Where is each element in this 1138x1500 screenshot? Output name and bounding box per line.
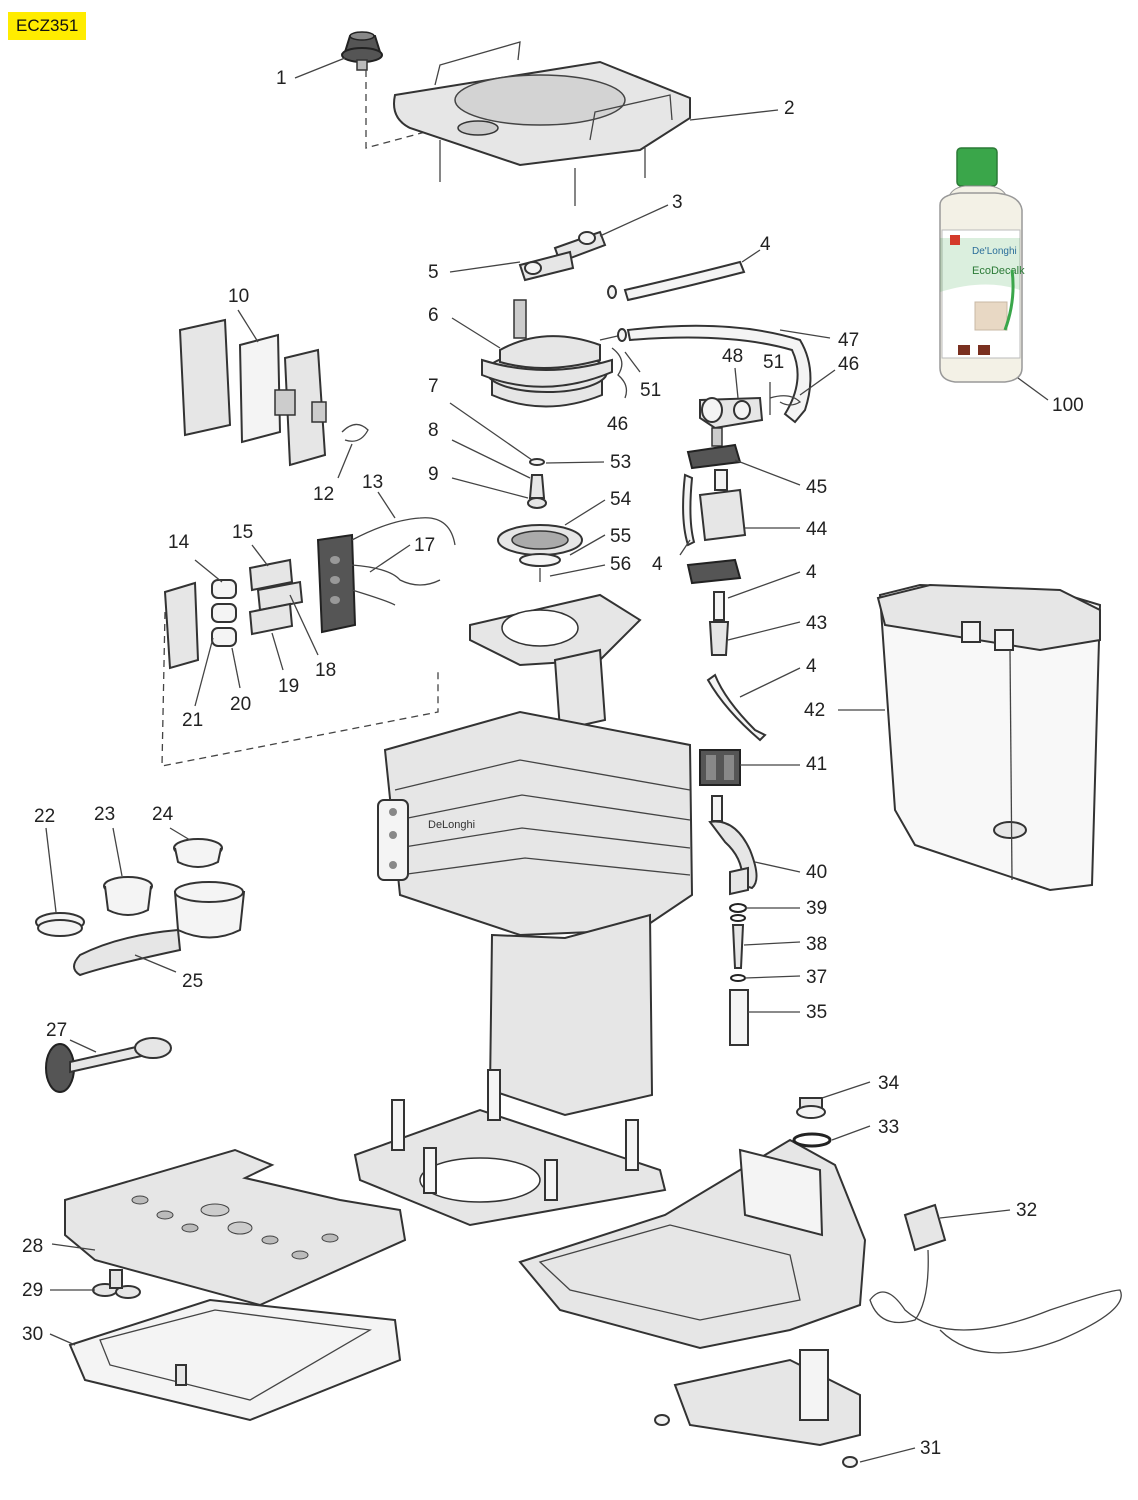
callout-41: 41 bbox=[806, 754, 827, 775]
part-4-tube-lower bbox=[706, 673, 767, 742]
part-47-tube bbox=[626, 324, 812, 424]
callout-18: 18 bbox=[315, 660, 336, 681]
part-1-knob bbox=[341, 31, 383, 71]
bottle-brand: De'Longhi bbox=[972, 246, 1017, 257]
callout-32: 32 bbox=[1016, 1200, 1037, 1221]
callout-6: 6 bbox=[428, 305, 439, 326]
callout-24: 24 bbox=[152, 804, 174, 825]
part-boiler-bracket bbox=[469, 593, 642, 732]
callout-39: 39 bbox=[806, 898, 827, 919]
part-42-water-tank bbox=[876, 583, 1102, 892]
part-30-drip-tray bbox=[68, 1298, 402, 1422]
callout-27: 27 bbox=[46, 1020, 67, 1041]
callout-20: 20 bbox=[230, 694, 251, 715]
part-14-21-thermostats bbox=[163, 558, 304, 670]
part-100-descaler-bottle: De'Longhi EcoDecalk bbox=[939, 147, 1025, 383]
callout-42: 42 bbox=[804, 700, 825, 721]
callout-34: 34 bbox=[878, 1073, 900, 1094]
part-28-drip-grid bbox=[64, 1148, 407, 1307]
callout-35: 35 bbox=[806, 1002, 827, 1023]
callout-labels: 1 2 3 4 5 6 7 8 9 10 12 13 14 15 17 18 1… bbox=[22, 68, 1084, 1459]
callout-9: 9 bbox=[428, 464, 439, 485]
part-base-frame bbox=[353, 1069, 667, 1227]
part-6-boiler bbox=[481, 299, 623, 408]
callout-1: 1 bbox=[276, 68, 287, 89]
callout-45: 45 bbox=[806, 477, 827, 498]
part-27-tamper-spoon bbox=[45, 1037, 172, 1093]
part-48-valve bbox=[699, 396, 764, 447]
part-2-top-cover bbox=[393, 41, 691, 206]
part-54-56-gasket bbox=[497, 524, 583, 582]
callout-31: 31 bbox=[920, 1438, 941, 1459]
callout-4-pump: 4 bbox=[652, 554, 663, 575]
callout-40: 40 bbox=[806, 862, 827, 883]
model-label: ECZ351 bbox=[8, 12, 87, 40]
part-bottom-plate bbox=[654, 1349, 861, 1468]
callout-47: 47 bbox=[838, 330, 859, 351]
callout-48: 48 bbox=[722, 346, 743, 367]
part-22-25-portafilter bbox=[35, 838, 246, 977]
part-10-control-board bbox=[178, 318, 369, 467]
callout-13: 13 bbox=[362, 472, 383, 493]
callout-51-left: 51 bbox=[640, 380, 661, 401]
part-40-steam-nozzle bbox=[708, 795, 758, 896]
part-7-9-jet bbox=[527, 458, 547, 509]
callout-38: 38 bbox=[806, 934, 827, 955]
part-29-float bbox=[92, 1269, 141, 1299]
callout-55: 55 bbox=[610, 526, 631, 547]
callout-54: 54 bbox=[610, 489, 632, 510]
part-main-housing: DeLonghi bbox=[377, 710, 694, 1117]
part-4-tube-upper bbox=[623, 260, 746, 302]
callout-37: 37 bbox=[806, 967, 827, 988]
callout-8: 8 bbox=[428, 420, 439, 441]
callout-44: 44 bbox=[806, 519, 828, 540]
callout-3: 3 bbox=[672, 192, 683, 213]
callout-4-mid: 4 bbox=[806, 562, 817, 583]
callout-56: 56 bbox=[610, 554, 631, 575]
callout-30: 30 bbox=[22, 1324, 43, 1345]
callout-53: 53 bbox=[610, 452, 631, 473]
callout-33: 33 bbox=[878, 1117, 899, 1138]
callout-4-lower: 4 bbox=[806, 656, 817, 677]
callout-22: 22 bbox=[34, 806, 55, 827]
part-3-5-clips bbox=[518, 230, 607, 282]
part-base-housing bbox=[518, 1138, 867, 1350]
part-32-power-cord bbox=[869, 1203, 1122, 1354]
callout-25: 25 bbox=[182, 971, 203, 992]
part-33-34-valve-plug bbox=[792, 1097, 832, 1148]
callout-23: 23 bbox=[94, 804, 115, 825]
callout-19: 19 bbox=[278, 676, 299, 697]
bottle-product: EcoDecalk bbox=[972, 265, 1025, 277]
part-35-39-steam-pipe bbox=[729, 903, 749, 1046]
part-44-45-pump bbox=[682, 443, 747, 585]
part-13-17-switch-block bbox=[316, 517, 456, 634]
part-43-connector bbox=[708, 591, 730, 656]
callout-7: 7 bbox=[428, 376, 439, 397]
callout-14: 14 bbox=[168, 532, 190, 553]
callout-100: 100 bbox=[1052, 395, 1084, 416]
housing-logo: DeLonghi bbox=[428, 819, 475, 831]
callout-51-right: 51 bbox=[763, 352, 784, 373]
callout-46-left: 46 bbox=[607, 414, 628, 435]
callout-2: 2 bbox=[784, 98, 795, 119]
callout-46-right: 46 bbox=[838, 354, 859, 375]
callout-15: 15 bbox=[232, 522, 253, 543]
callout-4: 4 bbox=[760, 234, 771, 255]
callout-17: 17 bbox=[414, 535, 435, 556]
part-41-flowmeter bbox=[699, 749, 741, 786]
callout-28: 28 bbox=[22, 1236, 43, 1257]
callout-29: 29 bbox=[22, 1280, 43, 1301]
callout-21: 21 bbox=[182, 710, 203, 731]
callout-5: 5 bbox=[428, 262, 439, 283]
callout-10: 10 bbox=[228, 286, 249, 307]
callout-43: 43 bbox=[806, 613, 827, 634]
callout-12: 12 bbox=[313, 484, 334, 505]
